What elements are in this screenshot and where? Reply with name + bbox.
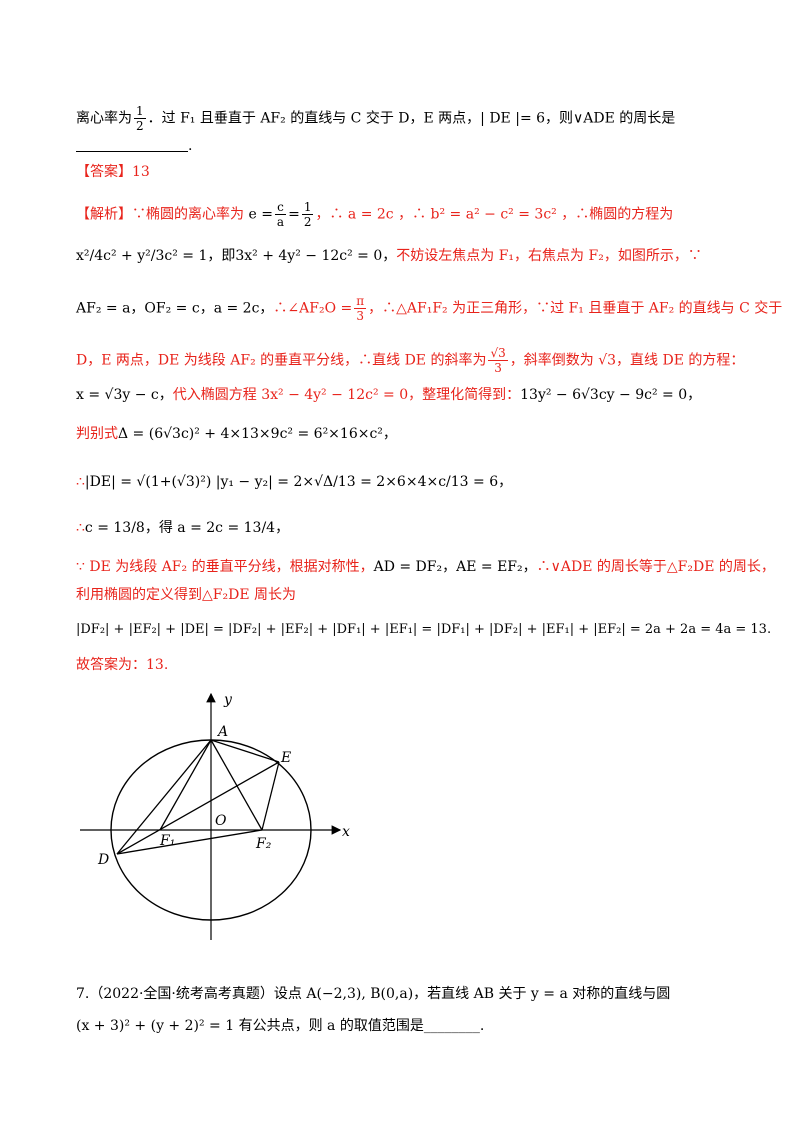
analysis-text-9a: ∵ DE 为线段 AF₂ 的垂直平分线，根据对称性，	[76, 559, 374, 575]
therefore-symbol: ∴	[76, 520, 85, 536]
analysis-text-1a: 【解析】∵椭圆的离心率为	[76, 206, 244, 223]
analysis-line-2: x²/4c² + y²/3c² = 1，即3x² + 4y² − 12c² = …	[76, 246, 702, 266]
answer-blank	[76, 151, 188, 152]
analysis-text-3c: ，∴△AF₁F₂ 为正三角形，∵过 F₁ 且垂直于 AF₂ 的直线与 C 交于	[368, 300, 783, 317]
analysis-text-1b: ，∴ a = 2c ，∴ b² = a² − c² = 3c² ，∴椭圆的方程为	[315, 206, 674, 223]
segment-AD	[116, 739, 212, 855]
fraction-denominator: a	[276, 215, 285, 229]
fraction-denominator: 2	[136, 119, 144, 133]
label-x: x	[342, 824, 350, 840]
label-A: A	[216, 724, 228, 740]
fraction-numerator: c	[274, 200, 287, 215]
chord-length-formula: |DE| = √(1+(√3)²) |y₁ − y₂| = 2×√Δ/13 = …	[84, 474, 513, 490]
fraction-denominator: 2	[303, 215, 312, 229]
fraction-numerator: 1	[134, 104, 146, 119]
analysis-e: e =	[248, 206, 273, 223]
label-E: E	[280, 750, 291, 766]
segment-AF2	[210, 739, 263, 831]
analysis-line-5: x = √3y − c，代入椭圆方程 3x² − 4y² − 12c² = 0，…	[76, 385, 701, 405]
analysis-text-4a: D，E 两点，DE 为线段 AF₂ 的垂直平分线，∴直线 DE 的斜率为	[76, 352, 487, 369]
analysis-line-7: ∴|DE| = √(1+(√3)²) |y₁ − y₂| = 2×√Δ/13 =…	[76, 472, 512, 492]
label-D: D	[97, 852, 109, 868]
analysis-text-4b: ，斜率倒数为 √3，直线 DE 的方程：	[509, 352, 745, 369]
blank-tail: .	[188, 138, 193, 154]
segment-AE	[210, 739, 280, 763]
symmetry-equalities: AD = DF₂，AE = EF₂，	[373, 559, 537, 575]
analysis-text-3a: AF₂ = a，OF₂ = c，a = 2c，	[76, 300, 274, 317]
segment-EF2	[261, 761, 280, 831]
c-value-formula: c = 13/8，得 a = 2c = 13/4，	[84, 520, 290, 536]
question-7-line-1: 7.（2022·全国·统考高考真题）设点 A(−2,3), B(0,a)，若直线…	[76, 986, 671, 1002]
answer-label: 【答案】	[76, 164, 132, 180]
question-text-a: 离心率为	[76, 110, 132, 127]
analysis-line-10: 利用椭圆的定义得到△F₂DE 周长为	[76, 587, 296, 603]
question-7-line-2: (x + 3)² + (y + 2)² = 1 有公共点，则 a 的取值范围是_…	[76, 1018, 485, 1034]
analysis-line-6: 判别式Δ = (6√3c)² + 4×13×9c² = 6²×16×c²，	[76, 424, 397, 444]
analysis-text-2b: 不妨设左焦点为 F₁，右焦点为 F₂，如图所示，∵	[396, 248, 702, 264]
analysis-eq: =	[288, 206, 300, 223]
analysis-text-9c: ∴∨ADE 的周长等于△F₂DE 的周长，	[536, 559, 775, 575]
segment-AF1	[159, 739, 212, 831]
analysis-text-6a: 判别式	[76, 426, 118, 442]
question-text-b: ．过 F₁ 且垂直于 AF₂ 的直线与 C 交于 D，E 两点，| DE |= …	[147, 110, 676, 127]
answer-line: 【答案】13	[76, 162, 150, 182]
label-O: O	[215, 813, 227, 829]
ellipse-equation: x²/4c² + y²/3c² = 1，即3x² + 4y² − 12c² = …	[76, 248, 397, 264]
fraction-numerator: 1	[301, 200, 314, 215]
segment-DF2	[116, 829, 263, 855]
final-answer-line: 故答案为：13.	[76, 657, 169, 673]
analysis-text-5b: 代入椭圆方程 3x² − 4y² − 12c² = 0，整理化简得到：	[172, 387, 521, 403]
perimeter-formula: |DF₂| + |EF₂| + |DE| = |DF₂| + |EF₂| + |…	[76, 622, 772, 637]
ellipse-figure: y x A E O F₁ F₂ D	[80, 692, 350, 940]
fraction-denominator: 3	[494, 361, 502, 375]
fraction-denominator: 3	[356, 309, 365, 323]
analysis-text-3b: ∴∠AF₂O =	[273, 300, 353, 317]
answer-value: 13	[132, 164, 150, 180]
fraction-numerator: π	[354, 294, 367, 309]
therefore-symbol: ∴	[76, 474, 85, 490]
label-F2: F₂	[255, 836, 272, 852]
quadratic-equation: 13y² − 6√3cy − 9c² = 0，	[520, 387, 702, 403]
label-F1: F₁	[159, 833, 175, 849]
segment-DE	[116, 761, 280, 855]
analysis-line-8: ∴c = 13/8，得 a = 2c = 13/4，	[76, 518, 289, 538]
discriminant-formula: Δ = (6√3c)² + 4×13×9c² = 6²×16×c²，	[118, 426, 397, 442]
label-y: y	[223, 692, 233, 708]
analysis-line-9: ∵ DE 为线段 AF₂ 的垂直平分线，根据对称性，AD = DF₂，AE = …	[76, 557, 775, 577]
line-equation: x = √3y − c，	[76, 387, 173, 403]
fraction-numerator: √3	[488, 346, 508, 361]
